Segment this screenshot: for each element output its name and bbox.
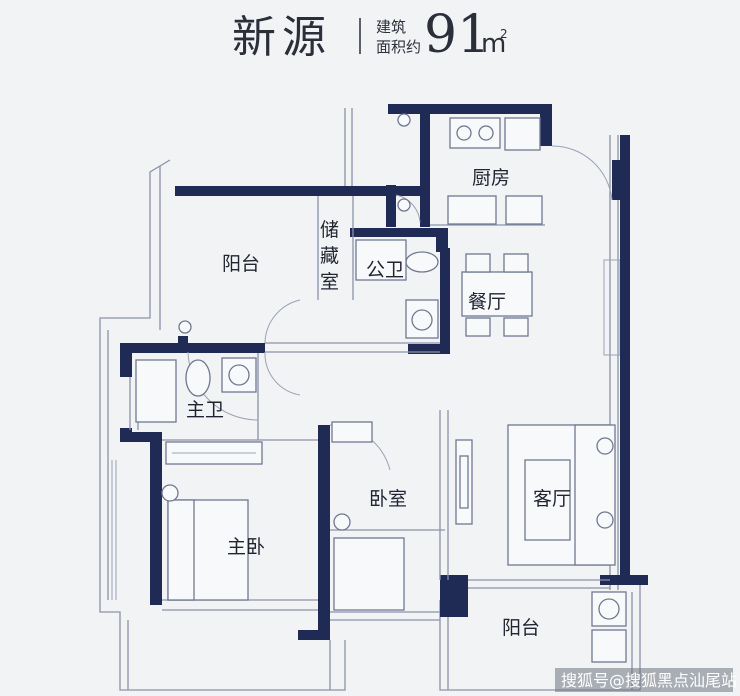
walls <box>120 104 648 640</box>
chair-icon <box>465 317 491 337</box>
wardrobe-icon <box>331 421 373 443</box>
area-unit-sup: 2 <box>500 27 508 41</box>
bed-icon <box>333 537 405 611</box>
shower-area <box>135 359 177 423</box>
chair-icon <box>465 253 491 273</box>
room-label-bedroom: 卧室 <box>369 488 407 510</box>
outline-lines <box>99 108 641 691</box>
fixtures <box>135 113 627 663</box>
room-label-kitchen: 厨房 <box>472 167 510 189</box>
room-label-living: 客厅 <box>533 488 571 510</box>
area-value: 91 <box>424 5 490 65</box>
room-label-balcony-top: 阳台 <box>222 253 260 275</box>
fridge-icon <box>504 117 541 151</box>
chair-icon <box>503 317 529 337</box>
room-label-master-bath: 主卫 <box>186 399 224 421</box>
dining-table-icon <box>461 271 533 317</box>
room-label-storage-1: 储 <box>320 219 339 241</box>
header: 新源 建筑 面积约 91 m 2 <box>232 5 508 65</box>
room-label-balcony-bottom: 阳台 <box>502 617 540 639</box>
watermark-backdrop <box>555 668 733 692</box>
room-label-public-bath: 公卫 <box>366 259 404 281</box>
shower-area <box>355 239 407 281</box>
room-label-dining: 餐厅 <box>468 291 506 313</box>
area-label-line2: 面积约 <box>376 38 421 56</box>
area-unit: m <box>481 29 506 59</box>
room-labels: 厨房 储 藏 室 公卫 阳台 餐厅 主卫 主卧 卧室 客厅 阳台 <box>186 167 571 639</box>
kitchen-sink-icon <box>447 195 497 225</box>
room-label-storage-2: 藏 <box>320 245 339 267</box>
project-name: 新源 <box>232 12 332 63</box>
area-label-line1: 建筑 <box>376 18 406 36</box>
toilet-icon <box>405 251 439 273</box>
coffee-table-icon <box>524 459 571 541</box>
watermark: 搜狐号@搜狐黑点汕尾站 <box>561 671 737 690</box>
chair-icon <box>503 253 529 273</box>
room-label-storage-3: 室 <box>320 271 339 293</box>
room-label-master-bedroom: 主卧 <box>227 536 265 558</box>
toilet-icon <box>185 359 211 397</box>
